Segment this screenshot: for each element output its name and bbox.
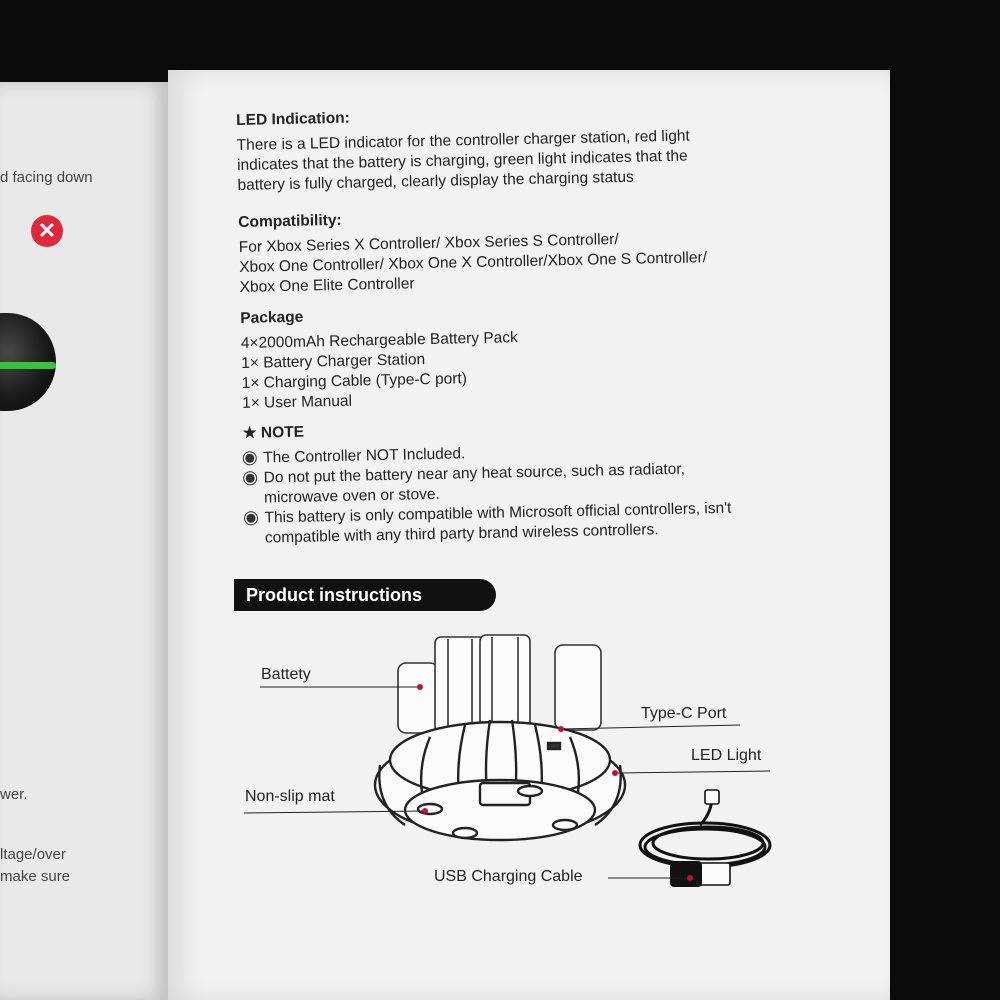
close-icon: ✕ (31, 215, 63, 247)
bullet-icon (245, 473, 255, 483)
bullet-icon (245, 453, 255, 463)
usb-cable (638, 799, 772, 869)
left-page-text-4: make sure (0, 868, 71, 885)
typec-port-label: Type-C Port (641, 705, 727, 722)
battery-packs (397, 634, 602, 734)
usb-charging-cable-label: USB Charging Cable (434, 868, 583, 885)
package-list: 4×2000mAh Rechargeable Battery Pack 1× B… (241, 322, 803, 414)
leader-lines (243, 686, 771, 879)
compatibility-paragraph: For Xbox Series X Controller/ Xbox Serie… (239, 226, 800, 298)
indicator-dots (417, 684, 693, 881)
bullet-icon (246, 513, 256, 523)
charger-body (373, 719, 627, 842)
battery-label: Battety (261, 666, 311, 683)
charger-illustration (243, 634, 772, 887)
left-page-text-1: d facing down (0, 169, 93, 186)
left-page-text-2: wer. (0, 786, 28, 803)
left-page: d facing down ✕ wer. ltage/over make sur… (0, 82, 168, 1000)
product-diagram: Battety Type-C Port LED Light Non-slip m… (230, 625, 790, 895)
charger-accent-ring (0, 362, 56, 369)
product-instructions-banner: Product instructions (234, 579, 496, 611)
led-light-label: LED Light (691, 747, 762, 764)
non-slip-mat-label: Non-slip mat (245, 788, 335, 805)
led-paragraph: There is a LED indicator for the control… (237, 124, 798, 196)
left-page-text-3: ltage/over (0, 846, 66, 863)
manual-content: LED Indication: There is a LED indicator… (236, 100, 805, 549)
